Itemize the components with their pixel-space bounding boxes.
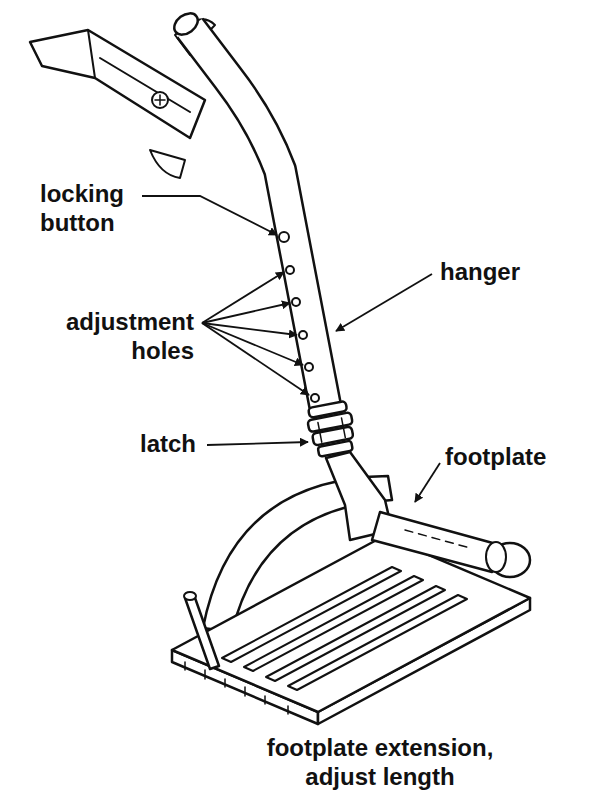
figure-caption: footplate extension, adjust length [240, 734, 520, 792]
part-label: hanger [440, 258, 580, 287]
part-label: adjustment holes [32, 308, 194, 366]
hanger-tube [30, 9, 358, 458]
part-label: locking button [40, 180, 160, 238]
part-label: latch [140, 430, 220, 459]
footplate-drawing [172, 452, 530, 724]
part-label: footplate [445, 443, 585, 472]
